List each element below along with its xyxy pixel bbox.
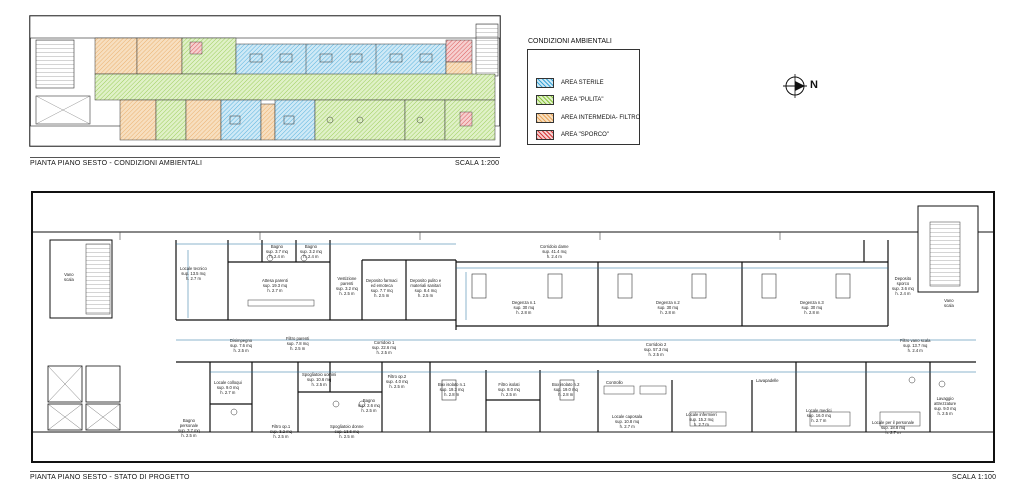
legend-swatch-sterile <box>536 78 554 88</box>
room-label: Degenza n.2 sup. 30 mq h. 2.8 m <box>656 300 680 315</box>
legend-label-sterile: AREA STERILE <box>561 80 604 86</box>
room-label: Filtro op.2 sup. 4.0 mq h. 2.5 m <box>386 374 408 389</box>
legend-swatch-clean <box>536 95 554 105</box>
room-label: Locale colloqui sup. 9.0 mq h. 2.7 m <box>214 380 242 395</box>
room-label: Box isolato n.2 sup. 19.0 mq h. 2.8 m <box>552 382 580 397</box>
room-label: Filtro vano scala sup. 13.7 mq h. 2.4 m <box>900 338 931 353</box>
legend-swatch-dirty <box>536 130 554 140</box>
room-label: Controllo <box>606 380 623 385</box>
north-label: N <box>810 79 819 91</box>
room-label: Filtro parenti sup. 7.8 mq h. 2.5 m <box>286 336 310 351</box>
room-label: Locale tecnico sup. 13.5 mq h. 2.7 m <box>180 266 207 281</box>
room-label: Lavapadelle <box>756 378 779 383</box>
legend-item-clean: AREA "PULITA" <box>536 95 604 105</box>
room-label: Vano scala <box>64 272 74 282</box>
legend-label-dirty: AREA "SPORCO" <box>561 132 609 138</box>
top-plan-caption: PIANTA PIANO SESTO - CONDIZIONI AMBIENTA… <box>30 160 203 167</box>
room-label: Locale infermieri sup. 15.2 mq h. 2.7 m <box>686 412 717 427</box>
legend-swatch-intermediate <box>536 113 554 123</box>
room-label: Degenza n.3 sup. 30 mq h. 2.8 m <box>800 300 824 315</box>
bottom-plan-caption: PIANTA PIANO SESTO - STATO DI PROGETTO <box>30 474 190 481</box>
room-label: Bagno sup. 3.7 mq h. 2.4 m <box>266 244 288 259</box>
room-label: Box isolato n.1 sup. 19.3 mq h. 2.8 m <box>438 382 466 397</box>
room-label: Corridoio dame sup. 41.4 mq h. 2.4 m <box>540 244 569 259</box>
legend-item-intermediate: AREA INTERMEDIA- FILTRO <box>536 113 640 123</box>
room-label: Deposito sporco sup. 3.6 mq h. 2.4 m <box>892 276 914 296</box>
room-label: Filtro isolati sup. 8.0 mq h. 2.5 m <box>498 382 520 397</box>
room-label: Locale per il personale sup. 18.8 mq h. … <box>872 420 915 435</box>
room-label: Lavaggio attrezzature sup. 9.0 mq h. 2.5… <box>934 396 957 416</box>
room-label: Degenza n.1 sup. 30 mq h. 2.8 m <box>512 300 536 315</box>
legend-box: CONDIZIONI AMBIENTALI AREA STERILE AREA … <box>527 38 640 145</box>
bottom-plan-scale: SCALA 1:100 <box>952 474 997 481</box>
room-label: Deposito pulito e materiali sanitari sup… <box>410 278 442 298</box>
room-label: Filtro op.1 sup. 3.2 mq h. 2.5 m <box>270 424 292 439</box>
north-arrow-icon <box>783 74 807 98</box>
room-label: Vano scala <box>944 298 954 308</box>
room-label: Attesa parenti sup. 19.3 mq h. 2.7 m <box>262 278 288 293</box>
room-label: Deposito farmaci ed emoteca sup. 7.7 mq … <box>366 278 398 298</box>
room-label: Spogliatoio donne sup. 13.6 mq h. 2.5 m <box>330 424 364 439</box>
bottom-plan-caption-rule <box>30 471 994 472</box>
legend-label-intermediate: AREA INTERMEDIA- FILTRO <box>561 115 641 121</box>
legend-title: CONDIZIONI AMBIENTALI <box>528 38 612 45</box>
room-label: Locale caposala sup. 10.8 mq h. 2.7 m <box>612 414 643 429</box>
room-label: Bagno sup. 2.6 mq h. 2.5 m <box>358 398 380 413</box>
top-plan-caption-rule <box>30 157 500 158</box>
room-label: Spogliatoio uomini sup. 10.6 mq h. 2.5 m <box>302 372 337 387</box>
top-plan-scale: SCALA 1:200 <box>455 160 500 167</box>
room-label: Bagno personale sup. 3.7 mq h. 2.5 m <box>178 418 200 438</box>
legend-label-clean: AREA "PULITA" <box>561 97 604 103</box>
room-label: Vestizione parenti sup. 3.2 mq h. 2.5 m <box>336 276 358 296</box>
room-label: Corridoio 1 sup. 22.6 mq h. 2.5 m <box>372 340 397 355</box>
legend-item-sterile: AREA STERILE <box>536 78 604 88</box>
room-label: Bagno sup. 3.2 mq h. 2.4 m <box>300 244 322 259</box>
room-label: Disimpegno sup. 7.6 mq h. 2.5 m <box>230 338 253 353</box>
room-label: Corridoio 2 sup. 57.3 mq h. 2.5 m <box>644 342 669 357</box>
room-label: Locale medici sup. 16.0 mq h. 2.7 m <box>806 408 832 423</box>
legend-item-dirty: AREA "SPORCO" <box>536 130 609 140</box>
